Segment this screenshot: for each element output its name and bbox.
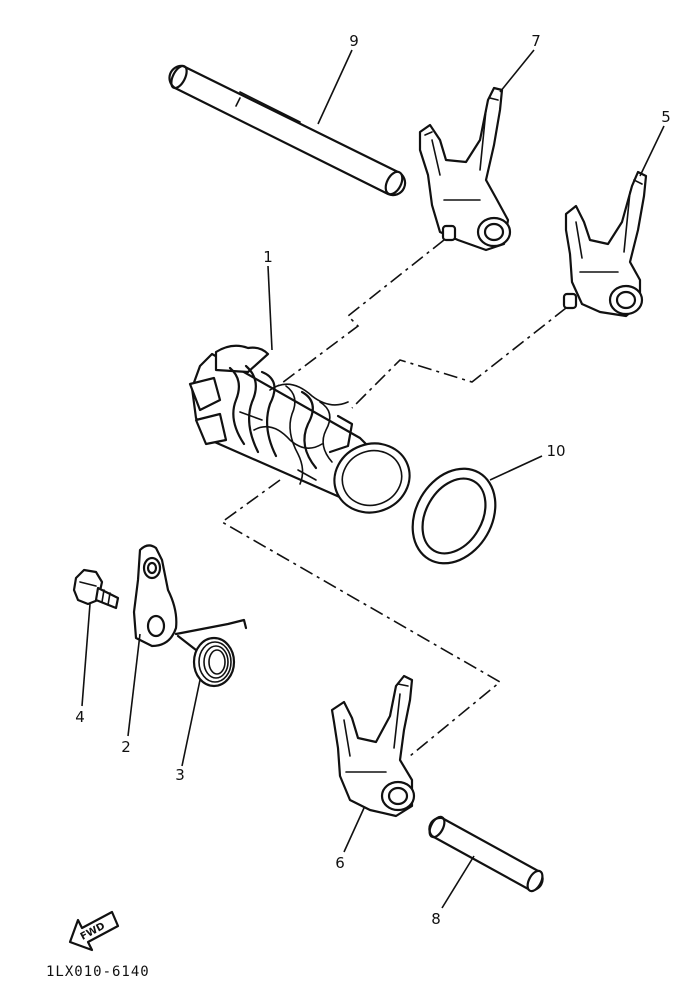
guide-bar-part-9 (168, 64, 407, 197)
callout-6: 6 (335, 854, 345, 872)
callout-9: 9 (349, 32, 359, 50)
callout-8: 8 (431, 910, 441, 928)
shift-fork-part-5 (562, 170, 648, 318)
diagram-code: 1LX010-6140 (46, 964, 150, 980)
bolt-part-4 (72, 568, 120, 610)
callout-10: 10 (546, 442, 565, 460)
fwd-arrow-icon: FWD (68, 910, 120, 952)
callout-4: 4 (75, 708, 85, 726)
callout-2: 2 (121, 738, 131, 756)
callout-3: 3 (175, 766, 185, 784)
callout-1: 1 (263, 248, 273, 266)
leader-lines (81, 49, 665, 909)
callout-7: 7 (531, 32, 541, 50)
callout-5: 5 (661, 108, 671, 126)
shift-drum-part-1 (188, 344, 411, 514)
washer-part-10 (411, 467, 497, 565)
stopper-lever-part-2 (132, 544, 178, 648)
shift-fork-part-6 (330, 674, 416, 818)
assembly-lines (220, 239, 567, 757)
callout-numbers: 1 2 3 4 5 6 7 8 9 10 (75, 32, 671, 928)
torsion-spring-part-3 (174, 618, 248, 688)
shift-fork-part-7 (418, 86, 512, 252)
guide-bar-part-8 (428, 815, 544, 893)
